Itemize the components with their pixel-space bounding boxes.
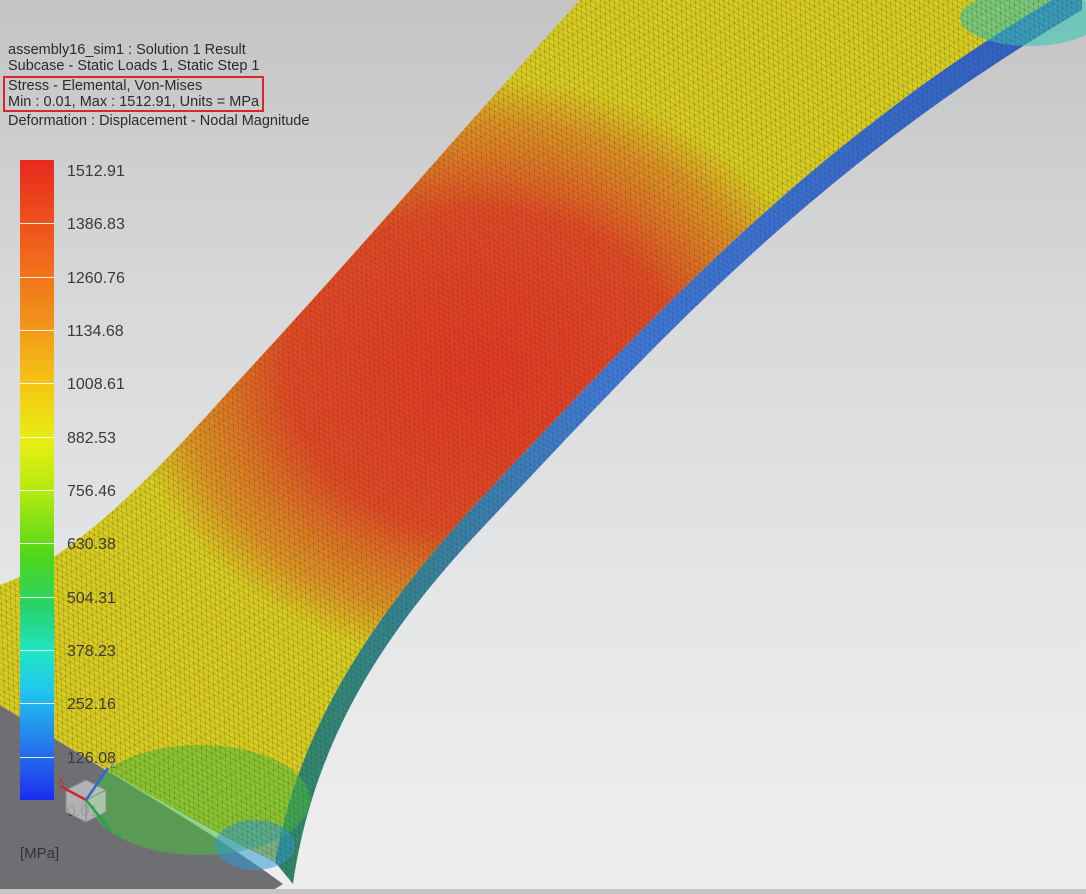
z-axis-icon [84, 767, 110, 801]
mesh-overlay [0, 0, 1052, 862]
legend-value-label: 1134.68 [67, 323, 124, 340]
legend-tick [20, 543, 54, 544]
legend-value-label: 1512.91 [67, 163, 125, 180]
legend-tick [20, 597, 54, 598]
legend-value-label: 756.46 [67, 483, 116, 500]
legend-tick [20, 330, 54, 331]
x-axis-icon [59, 784, 87, 802]
legend-value-label: 882.53 [67, 430, 116, 447]
deformation-line: Deformation : Displacement - Nodal Magni… [8, 113, 310, 130]
legend-value-label: 1386.83 [67, 216, 125, 233]
legend-value-label: 630.38 [67, 536, 116, 553]
legend-tick [20, 383, 54, 384]
legend-value-label: 378.23 [67, 643, 116, 660]
view-triad[interactable]: X Y Z [46, 760, 126, 845]
legend-tick [20, 703, 54, 704]
legend-units: [MPa] [20, 845, 60, 862]
y-axis-icon [85, 799, 113, 833]
legend-tick [20, 490, 54, 491]
legend-value-label: 504.31 [67, 590, 116, 607]
legend-tick [20, 437, 54, 438]
legend-tick [20, 757, 54, 758]
result-header: assembly16_sim1 : Solution 1 Result Subc… [3, 42, 310, 130]
legend-value-label: 252.16 [67, 696, 116, 713]
min-max-line: Min : 0.01, Max : 1512.91, Units = MPa [8, 93, 260, 110]
subcase-line: Subcase - Static Loads 1, Static Step 1 [8, 58, 260, 75]
z-axis-label: Z [110, 760, 116, 770]
result-title: assembly16_sim1 : Solution 1 Result [8, 42, 246, 58]
legend-tick [20, 650, 54, 651]
stress-type-line: Stress - Elemental, Von-Mises [8, 77, 203, 94]
legend-value-label: 126.08 [67, 750, 116, 767]
legend-value-label: 1260.76 [67, 270, 125, 287]
highlighted-result-info: Stress - Elemental, Von-Mises Min : 0.01… [3, 75, 265, 113]
legend-tick [20, 223, 54, 224]
legend-color-bar [20, 160, 54, 800]
x-axis-label: X [58, 776, 64, 786]
legend-value-label: 1008.61 [67, 376, 125, 393]
legend-tick [20, 277, 54, 278]
y-axis-label: Y [116, 832, 122, 842]
